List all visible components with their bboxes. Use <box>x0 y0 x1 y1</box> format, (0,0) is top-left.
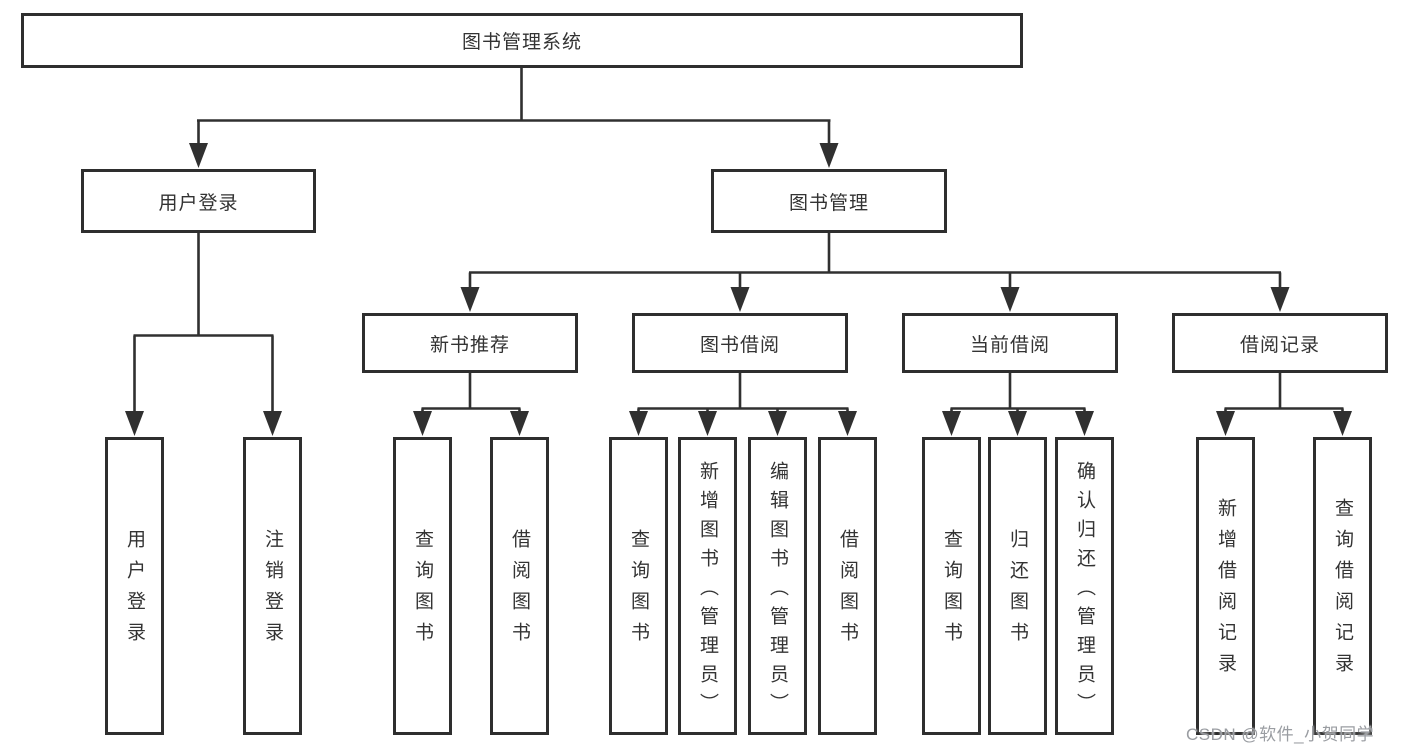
connector-new-book-children <box>421 371 521 420</box>
node-book-borrowing: 图书借阅 <box>632 313 848 373</box>
node-new-book-recommend: 新书推荐 <box>362 313 578 373</box>
leaf-borrow-books: 借阅图书 <box>818 437 877 735</box>
leaf-query-borrow-record: 查询借阅记录 <box>1313 437 1372 735</box>
connector-borrow-records-children <box>1224 371 1344 420</box>
csdn-watermark: CSDN @软件_小贺同学 <box>1186 725 1375 744</box>
leaf-return-books: 归还图书 <box>988 437 1047 735</box>
leaf-add-borrow-record: 新增借阅记录 <box>1196 437 1255 735</box>
connector-current-borrow-children <box>950 371 1086 420</box>
node-current-borrowing: 当前借阅 <box>902 313 1118 373</box>
leaf-current-query-books: 查询图书 <box>922 437 981 735</box>
node-book-management: 图书管理 <box>711 169 947 233</box>
leaf-add-books-admin: 新增图书（管理员） <box>678 437 737 735</box>
leaf-logout: 注销登录 <box>243 437 302 735</box>
leaf-user-login: 用户登录 <box>105 437 164 735</box>
connector-book-borrow-children <box>637 371 849 420</box>
node-root-system: 图书管理系统 <box>21 13 1023 68</box>
leaf-newbook-borrow-books: 借阅图书 <box>490 437 549 735</box>
connector-root-to-level2 <box>197 66 831 150</box>
leaf-borrow-query-books: 查询图书 <box>609 437 668 735</box>
node-borrowing-records: 借阅记录 <box>1172 313 1388 373</box>
leaf-newbook-query-books: 查询图书 <box>393 437 452 735</box>
connector-user-login-children <box>133 231 274 420</box>
leaf-edit-books-admin: 编辑图书（管理员） <box>748 437 807 735</box>
leaf-confirm-return-admin: 确认归还（管理员） <box>1055 437 1114 735</box>
connector-book-mgmt-to-level3 <box>468 231 1282 294</box>
node-user-login: 用户登录 <box>81 169 316 233</box>
